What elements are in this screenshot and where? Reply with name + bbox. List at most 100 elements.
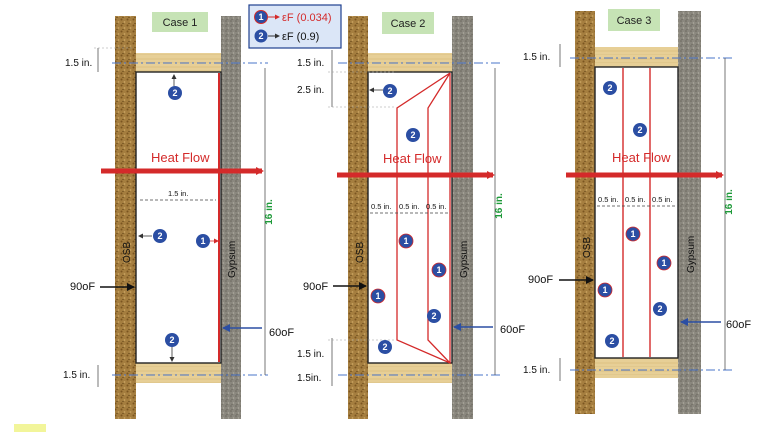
- case1-bottom-dim: 1.5 in.: [63, 370, 90, 381]
- case1-gypsum-panel: [221, 16, 241, 419]
- case3-node-1-c: [625, 226, 641, 242]
- case1-node-2-bottom: [165, 333, 179, 347]
- case3-node-1-d: [656, 255, 672, 271]
- case2-second-dim: 2.5 in.: [297, 85, 324, 96]
- case2-gap-b: 0.5 in.: [399, 202, 419, 211]
- case3-osb-label: OSB: [582, 237, 593, 258]
- case3-bottom-stud: [595, 358, 678, 378]
- case2-heat-flow-label: Heat Flow: [383, 151, 442, 166]
- case3-node-2-g: [605, 334, 619, 348]
- case3-cavity: [594, 66, 679, 359]
- case-2: Case 2 1.5 in. 2.5 in. 1.5 in. 1.5in. 0.…: [297, 12, 525, 419]
- case1-cavity: [135, 71, 222, 364]
- case2-node-1-e: [370, 288, 386, 304]
- case2-node-2-f-text: 2: [431, 311, 436, 321]
- case2-node-2-g: [378, 340, 392, 354]
- case-1: Case 1 1.5 in. 1.5 in. 1.5 in. 16 in. OS…: [63, 12, 294, 419]
- case2-node-1-e-text: 1: [375, 291, 380, 301]
- case2-osb-panel: [348, 16, 368, 419]
- case1-hot-temp: 90oF: [70, 281, 95, 293]
- legend-badge-1: [254, 10, 268, 24]
- case3-node-2-f: [653, 302, 667, 316]
- case1-osb-label: OSB: [122, 242, 133, 263]
- case3-bottom-dim: 1.5 in.: [523, 365, 550, 376]
- case2-node-2-g-text: 2: [382, 342, 387, 352]
- case1-bottom-stud: [136, 363, 221, 383]
- case3-heat-flow-label: Heat Flow: [612, 150, 671, 165]
- case1-gypsum-label: Gypsum: [227, 241, 238, 278]
- case1-title: Case 1: [163, 17, 198, 29]
- case2-top-dim: 1.5 in.: [297, 58, 324, 69]
- case2-gap-c: 0.5 in.: [426, 202, 446, 211]
- legend-item-2: εF (0.9): [282, 31, 319, 43]
- legend-badge-2: [254, 29, 268, 43]
- legend-badge-2-text: 2: [258, 31, 263, 41]
- case1-osb-panel: [115, 16, 136, 419]
- case2-gap-a: 0.5 in.: [371, 202, 391, 211]
- case2-node-1-c-text: 1: [403, 236, 408, 246]
- case2-node-1-c: [398, 233, 414, 249]
- case1-node-2-left-text: 2: [157, 231, 162, 241]
- corner-mark: [14, 424, 46, 432]
- case3-cold-temp: 60oF: [726, 319, 751, 331]
- case2-node-2-a: [383, 84, 397, 98]
- case3-gypsum-label: Gypsum: [686, 236, 697, 273]
- case2-title: Case 2: [391, 18, 426, 30]
- case2-cold-temp: 60oF: [500, 324, 525, 336]
- case3-node-1-c-text: 1: [630, 229, 635, 239]
- case3-node-1-e-text: 1: [602, 285, 607, 295]
- case3-height-label: 16 in.: [724, 189, 735, 215]
- case1-node-2-bottom-text: 2: [169, 335, 174, 345]
- case2-height-label: 16 in.: [494, 193, 505, 219]
- case2-gypsum-label: Gypsum: [459, 241, 470, 278]
- case1-width-dim: 1.5 in.: [168, 189, 188, 198]
- case2-gypsum-panel: [452, 16, 473, 419]
- case1-top-stud: [136, 53, 221, 72]
- case3-node-2-g-text: 2: [609, 336, 614, 346]
- case-3: Case 3 1.5 in. 1.5 in. 0.5 in. 0.5 in. 0…: [523, 9, 751, 414]
- case2-bottom-dim-b: 1.5in.: [297, 373, 321, 384]
- case1-title-box: [152, 12, 208, 32]
- case2-node-2-f: [427, 309, 441, 323]
- case3-title-box: [608, 9, 660, 31]
- case3-node-2-b: [633, 123, 647, 137]
- case2-low-e-folded-foil: [396, 72, 451, 364]
- case2-title-box: [382, 12, 434, 34]
- case2-bottom-dim-a: 1.5 in.: [297, 349, 324, 360]
- case3-hot-temp: 90oF: [528, 274, 553, 286]
- case1-cold-temp: 60oF: [269, 327, 294, 339]
- case1-height-label: 16 in.: [264, 199, 275, 225]
- legend-badge-1-text: 1: [258, 12, 263, 22]
- case3-gap-a: 0.5 in.: [598, 195, 618, 204]
- case3-gap-b: 0.5 in.: [625, 195, 645, 204]
- case1-node-1-right: [196, 234, 210, 248]
- case3-osb-panel: [575, 11, 595, 414]
- case3-title: Case 3: [617, 15, 652, 27]
- case3-node-1-d-text: 1: [661, 258, 666, 268]
- case1-top-dim: 1.5 in.: [65, 58, 92, 69]
- case3-node-2-a: [603, 81, 617, 95]
- case3-node-2-a-text: 2: [607, 83, 612, 93]
- case3-node-2-f-text: 2: [657, 304, 662, 314]
- case2-cavity: [367, 71, 453, 364]
- case3-top-dim: 1.5 in.: [523, 52, 550, 63]
- case1-node-1-right-text: 1: [200, 236, 205, 246]
- case2-node-2-a-text: 2: [387, 86, 392, 96]
- case3-node-2-b-text: 2: [637, 125, 642, 135]
- case3-gap-c: 0.5 in.: [652, 195, 672, 204]
- case1-node-2-top: [168, 86, 182, 100]
- case2-node-1-d: [431, 262, 447, 278]
- case2-osb-label: OSB: [355, 242, 366, 263]
- case3-gypsum-panel: [678, 11, 701, 414]
- case2-node-1-d-text: 1: [436, 265, 441, 275]
- case1-heat-flow-label: Heat Flow: [151, 150, 210, 165]
- case1-node-2-left: [153, 229, 167, 243]
- legend: 1 εF (0.034) 2 εF (0.9): [248, 4, 342, 49]
- case3-node-1-e: [597, 282, 613, 298]
- case2-hot-temp: 90oF: [303, 281, 328, 293]
- case2-node-2-b: [406, 128, 420, 142]
- case2-bottom-stud: [368, 363, 452, 383]
- case2-node-2-b-text: 2: [410, 130, 415, 140]
- legend-item-1: εF (0.034): [282, 12, 332, 24]
